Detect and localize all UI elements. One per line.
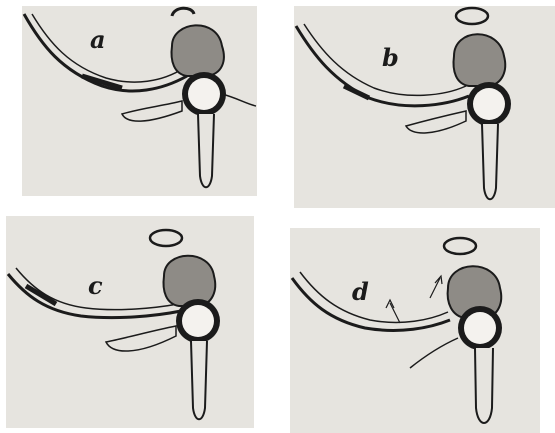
figure-panel-c: c [6,216,254,428]
panel-label-b: b [382,46,399,70]
panel-label-c: c [88,274,103,298]
vertebra-section-drawing-b [294,6,555,208]
figure-panel-b: b [294,6,555,208]
vertebra-section-drawing-c [6,216,254,428]
figure-panel-a: a [22,6,257,196]
panel-label-d: d [352,280,369,304]
figure-panel-d: d [290,228,540,433]
panel-label-a: a [90,28,106,52]
vertebra-section-drawing-a [22,6,257,196]
vertebra-section-drawing-d [290,228,540,433]
